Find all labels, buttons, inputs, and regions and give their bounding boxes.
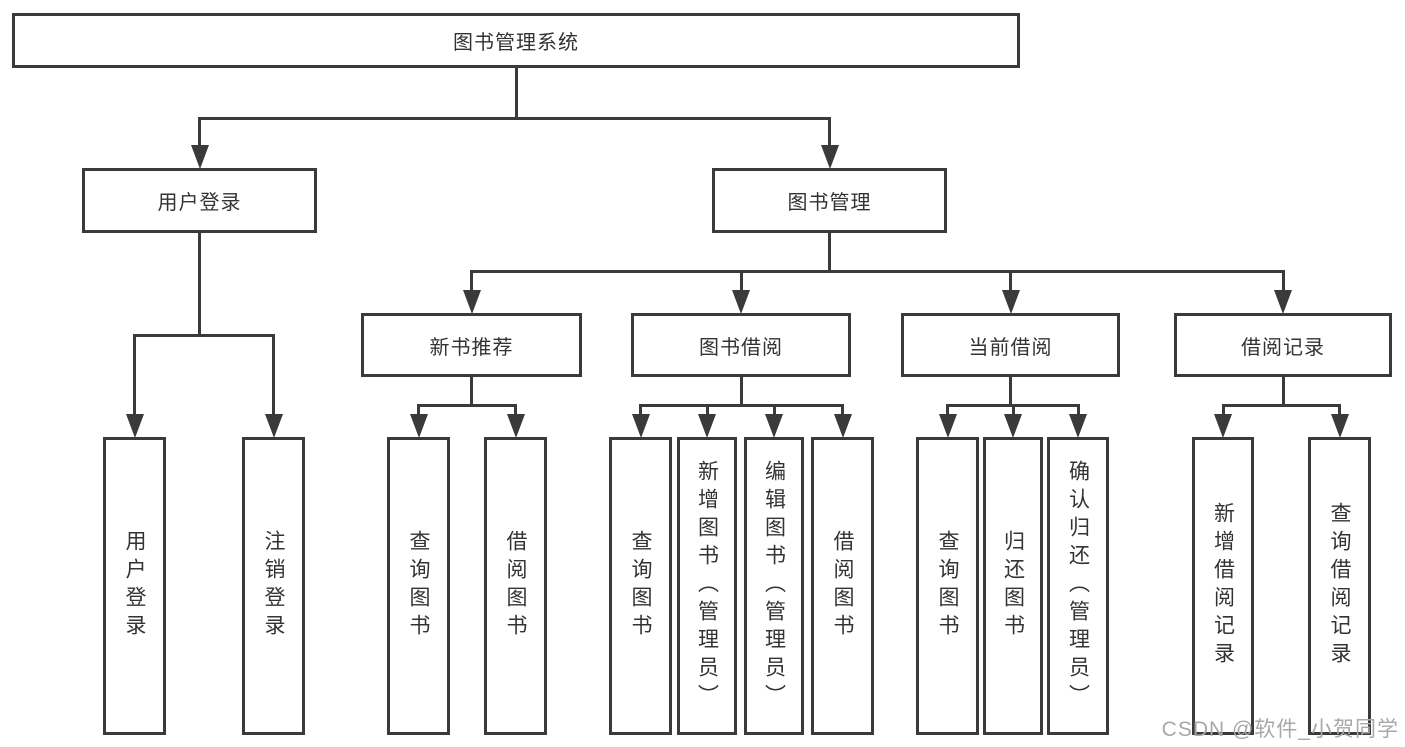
connector-line bbox=[1009, 271, 1012, 293]
node-br-query: 查询借阅记录 bbox=[1308, 437, 1371, 735]
node-bb-query: 查询图书 bbox=[609, 437, 672, 735]
node-user-login: 用户登录 bbox=[82, 168, 317, 233]
arrowhead-down-icon bbox=[1214, 414, 1232, 438]
connector-line bbox=[1009, 377, 1012, 405]
node-root: 图书管理系统 bbox=[12, 13, 1020, 68]
node-ul-logout: 注销登录 bbox=[242, 437, 305, 735]
node-book-mgmt: 图书管理 bbox=[712, 168, 947, 233]
node-cb-return: 归还图书 bbox=[983, 437, 1043, 735]
connector-line bbox=[841, 405, 844, 417]
connector-line bbox=[470, 269, 1285, 273]
arrowhead-down-icon bbox=[264, 414, 283, 438]
connector-line bbox=[946, 405, 949, 417]
connector-line bbox=[772, 405, 776, 417]
connector-line bbox=[828, 233, 831, 271]
arrowhead-down-icon bbox=[938, 414, 957, 438]
node-bb-edit: 编辑图书（管理员） bbox=[744, 437, 804, 735]
connector-line bbox=[470, 377, 473, 405]
connector-line bbox=[705, 405, 709, 417]
node-bb-add: 新增图书（管理员） bbox=[677, 437, 737, 735]
arrowhead-down-icon bbox=[1274, 290, 1292, 314]
connector-line bbox=[133, 333, 275, 337]
node-new-book-rec: 新书推荐 bbox=[361, 313, 582, 377]
arrowhead-down-icon bbox=[833, 414, 852, 438]
arrowhead-down-icon bbox=[1069, 414, 1087, 438]
connector-line bbox=[198, 233, 201, 335]
connector-line bbox=[1011, 405, 1015, 417]
arrowhead-down-icon bbox=[698, 414, 716, 438]
connector-line bbox=[133, 335, 136, 417]
arrowhead-down-icon bbox=[190, 145, 209, 169]
node-bb-borrow: 借阅图书 bbox=[811, 437, 874, 735]
connector-line bbox=[1221, 405, 1225, 417]
connector-line bbox=[639, 403, 844, 407]
watermark: CSDN @软件_小贺同学 bbox=[1161, 718, 1399, 741]
node-ul-login: 用户登录 bbox=[103, 437, 166, 735]
connector-line bbox=[1338, 405, 1341, 417]
connector-line bbox=[639, 405, 642, 417]
connector-line bbox=[1281, 377, 1285, 405]
arrowhead-down-icon bbox=[506, 414, 525, 438]
arrowhead-down-icon bbox=[732, 290, 750, 314]
connector-line bbox=[739, 271, 743, 293]
node-nbr-query: 查询图书 bbox=[387, 437, 450, 735]
connector-line bbox=[514, 405, 517, 417]
node-borrow-records: 借阅记录 bbox=[1174, 313, 1392, 377]
connector-line bbox=[1076, 405, 1080, 417]
connector-line bbox=[1281, 271, 1285, 293]
connector-line bbox=[417, 403, 517, 407]
connector-line bbox=[739, 377, 743, 405]
connector-line bbox=[828, 118, 831, 148]
node-current-borrow: 当前借阅 bbox=[901, 313, 1120, 377]
node-book-borrow: 图书借阅 bbox=[631, 313, 851, 377]
arrowhead-down-icon bbox=[1001, 290, 1020, 314]
arrowhead-down-icon bbox=[1004, 414, 1022, 438]
node-cb-confirm: 确认归还（管理员） bbox=[1047, 437, 1109, 735]
connector-line bbox=[514, 68, 518, 118]
connector-line bbox=[470, 271, 473, 293]
connector-line bbox=[198, 116, 831, 120]
arrowhead-down-icon bbox=[125, 414, 144, 438]
node-br-add: 新增借阅记录 bbox=[1192, 437, 1254, 735]
arrowhead-down-icon bbox=[765, 414, 783, 438]
connector-line bbox=[198, 118, 201, 148]
connector-line bbox=[417, 405, 420, 417]
arrowhead-down-icon bbox=[1330, 414, 1349, 438]
connector-line bbox=[1221, 403, 1341, 407]
arrowhead-down-icon bbox=[631, 414, 650, 438]
node-cb-query: 查询图书 bbox=[916, 437, 979, 735]
node-nbr-borrow: 借阅图书 bbox=[484, 437, 547, 735]
arrowhead-down-icon bbox=[820, 145, 839, 169]
arrowhead-down-icon bbox=[462, 290, 481, 314]
connector-line bbox=[272, 335, 275, 417]
arrowhead-down-icon bbox=[409, 414, 428, 438]
